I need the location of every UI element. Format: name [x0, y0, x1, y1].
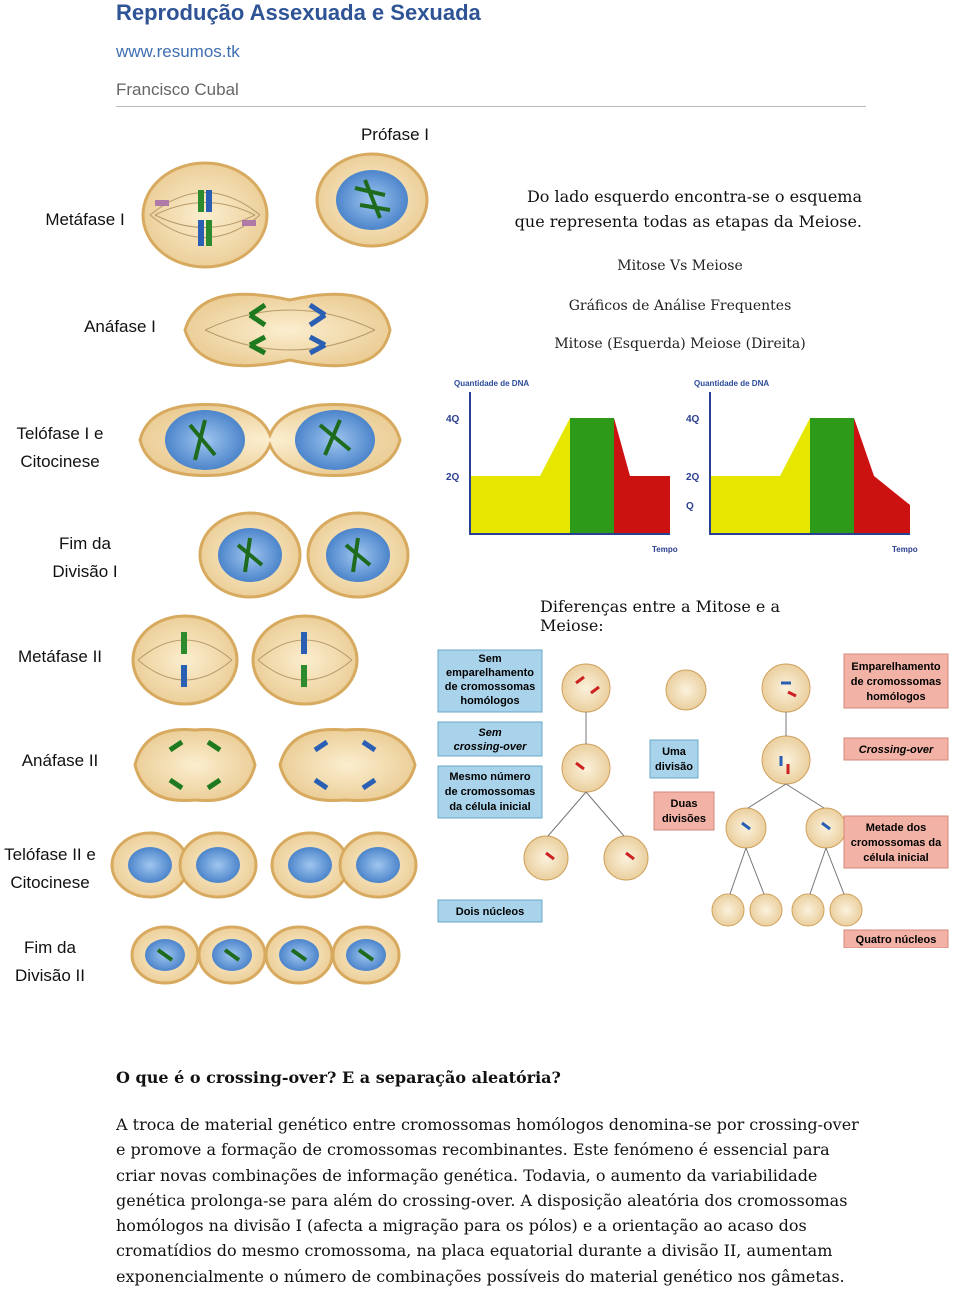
comparison-diagram: Sem emparelhamento de cromossomas homólo…: [437, 649, 949, 948]
chart-ytick-1-0: 4Q: [686, 414, 700, 425]
chart-ytick-0-0: 4Q: [446, 414, 460, 425]
section-paragraph: A troca de material genético entre cromo…: [116, 1115, 859, 1286]
svg-text:Uma: Uma: [662, 746, 687, 758]
differences-title: Diferenças entre a Mitose e a Meiose:: [540, 597, 781, 635]
svg-text:Sem: Sem: [478, 653, 501, 665]
chart-area-segment-1-4: [854, 418, 874, 534]
box-no-crossing: Sem crossing-over: [437, 721, 543, 757]
chart-area-segment-1-5: [874, 476, 910, 534]
box-half-chromosomes: Metade dos cromossomas da célula inicial: [843, 815, 949, 869]
meiosis-illustration: [110, 152, 429, 985]
chart-area-segment-1-1: [780, 418, 810, 534]
chart-area-segment-0-1: [540, 418, 570, 534]
header-divider: [116, 106, 866, 107]
cell-anaphase1: [183, 292, 392, 368]
cell-metaphase1: [141, 161, 269, 269]
box-no-pairing: Sem emparelhamento de cromossomas homólo…: [437, 649, 543, 713]
author-name: Francisco Cubal: [116, 80, 239, 99]
chart-xlabel-0: Tempo: [652, 545, 678, 554]
label-anaphase2: Anáfase II: [21, 751, 99, 770]
box-pairing: Emparelhamento de cromossomas homólogos: [843, 653, 949, 709]
box-one-division: Uma divisão: [649, 739, 699, 779]
chart-xlabel-1: Tempo: [892, 545, 918, 554]
section-question: O que é o crossing-over? E a separação a…: [116, 1068, 561, 1087]
chart-ytick-1-1: 2Q: [686, 472, 700, 483]
graphs-subtitle: Mitose (Esquerda) Meiose (Direita): [554, 336, 806, 352]
svg-text:Metade dos: Metade dos: [866, 822, 927, 834]
chart-area-segment-0-2: [570, 418, 594, 534]
cell-end-division2: [130, 925, 401, 985]
chart-ylabel-1: Quantidade de DNA: [694, 379, 769, 388]
chart-area-segment-0-5: [630, 476, 670, 534]
svg-text:Emparelhamento: Emparelhamento: [851, 661, 941, 673]
label-metaphase2: Metáfase II: [17, 647, 103, 666]
svg-text:da célula inicial: da célula inicial: [449, 801, 530, 813]
svg-text:divisões: divisões: [662, 813, 706, 825]
svg-text:emparelhamento: emparelhamento: [446, 667, 534, 679]
chart-ytick-0-1: 2Q: [446, 472, 460, 483]
svg-text:homólogos: homólogos: [460, 695, 519, 707]
cell-telophase1: [138, 402, 402, 478]
label-metaphase1: Metáfase I: [45, 210, 125, 229]
svg-text:de cromossomas: de cromossomas: [445, 681, 535, 693]
chart-area-segment-1-3: [834, 418, 854, 534]
graphs-title: Gráficos de Análise Frequentes: [568, 298, 792, 314]
svg-text:Sem: Sem: [478, 727, 501, 739]
svg-text:Quatro núcleos: Quatro núcleos: [856, 934, 937, 946]
chart-area-segment-0-0: [470, 476, 540, 534]
svg-text:Dois núcleos: Dois núcleos: [456, 906, 524, 918]
label-anaphase1: Anáfase I: [84, 317, 156, 336]
svg-text:Crossing-over: Crossing-over: [859, 744, 934, 756]
chart-axes-0: [469, 392, 670, 535]
chart-area-segment-1-0: [710, 476, 780, 534]
label-prophase1: Prófase I: [360, 125, 430, 144]
box-crossing-over: Crossing-over: [843, 737, 949, 761]
scheme-note: Do lado esquerdo encontra-se o esquema q…: [514, 187, 862, 231]
cell-anaphase2: [133, 727, 417, 803]
chart-area-segment-0-4: [614, 418, 630, 534]
box-four-nuclei: Quatro núcleos: [843, 929, 949, 948]
svg-text:Duas: Duas: [671, 798, 698, 810]
svg-text:de cromossomas: de cromossomas: [851, 676, 941, 688]
chart-ytick-1-2: Q: [686, 501, 694, 512]
document-title: Reprodução Assexuada e Sexuada: [116, 0, 481, 25]
cell-metaphase2: [131, 614, 359, 706]
website-link[interactable]: www.resumos.tk: [116, 42, 240, 61]
svg-text:Mesmo número: Mesmo número: [449, 771, 531, 783]
svg-text:crossing-over: crossing-over: [454, 741, 527, 753]
svg-text:divisão: divisão: [655, 761, 693, 773]
dna-charts: Quantidade de DNA 4Q 2Q Tempo Quantidade de …: [446, 379, 918, 554]
chart-ylabel-0: Quantidade de DNA: [454, 379, 529, 388]
cell-telophase2: [110, 831, 418, 899]
svg-text:de cromossomas: de cromossomas: [445, 786, 535, 798]
svg-text:cromossomas da: cromossomas da: [851, 837, 942, 849]
svg-text:célula inicial: célula inicial: [863, 852, 928, 864]
cell-prophase1: [315, 152, 429, 248]
chart-area-segment-0-3: [594, 418, 614, 534]
svg-text:homólogos: homólogos: [866, 691, 925, 703]
box-two-nuclei: Dois núcleos: [437, 899, 543, 923]
mitose-vs-meiose-heading: Mitose Vs Meiose: [617, 258, 743, 274]
box-two-divisions: Duas divisões: [653, 791, 715, 831]
chart-area-segment-1-2: [810, 418, 834, 534]
cell-end-division1: [198, 511, 410, 599]
box-same-number: Mesmo número de cromossomas da célula in…: [437, 765, 543, 819]
chart-axes-1: [709, 392, 910, 535]
